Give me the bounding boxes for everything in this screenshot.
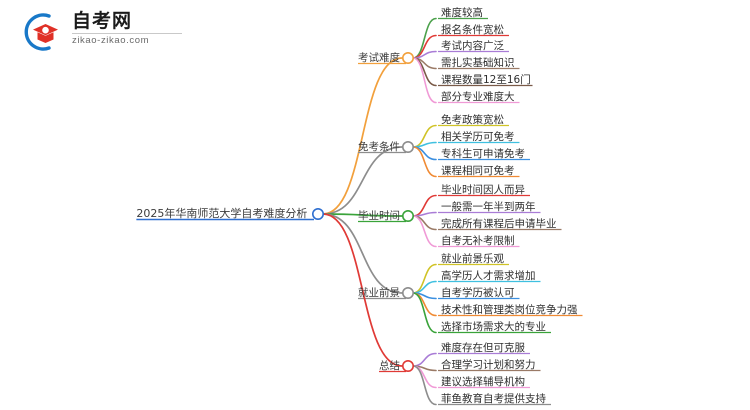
leaf-label-1-3: 课程相同可免考 — [441, 164, 515, 177]
mindmap-node-dot[interactable] — [401, 141, 414, 154]
leaf-label-4-2: 建议选择辅导机构 — [441, 375, 525, 388]
leaf-label-1-0: 免考政策宽松 — [441, 113, 504, 126]
mindmap-connector — [412, 141, 437, 148]
mindmap-node-dot[interactable] — [401, 286, 414, 299]
mindmap-connector — [412, 211, 437, 217]
mindmap-connector — [322, 213, 403, 294]
logo-subtitle: zikao-zikao.com — [72, 35, 150, 46]
branch-label-4: 总结 — [379, 359, 400, 372]
leaf-label-1-2: 专科生可申请免考 — [441, 147, 525, 160]
leaf-label-4-3: 菲鱼教育自考提供支持 — [441, 392, 546, 405]
mindmap-connector — [322, 213, 403, 367]
leaf-label-3-4: 选择市场需求大的专业 — [441, 320, 546, 333]
mindmap-connector — [412, 57, 437, 104]
mindmap-connector — [322, 213, 403, 217]
mindmap-node-dot[interactable] — [401, 359, 414, 372]
mindmap-connector — [412, 50, 437, 59]
leaf-label-3-1: 高学历人才需求增加 — [441, 269, 536, 282]
mindmap-connector — [412, 263, 437, 294]
mindmap-connector — [322, 146, 403, 215]
mindmap-connector — [412, 215, 437, 231]
mindmap-node-dot[interactable] — [401, 210, 414, 223]
leaf-label-3-2: 自考学历被认可 — [441, 286, 515, 299]
mindmap-connector — [322, 57, 403, 215]
leaf-label-2-0: 毕业时间因人而异 — [441, 183, 525, 196]
branch-label-3: 就业前景 — [358, 286, 400, 299]
mindmap-connector — [412, 146, 437, 178]
leaf-label-3-0: 就业前景乐观 — [441, 252, 504, 265]
leaf-label-0-4: 课程数量12至16门 — [441, 73, 531, 86]
mindmap-edges — [136, 17, 583, 406]
mindmap-connector — [412, 146, 437, 161]
mindmap-node-dot[interactable] — [311, 208, 324, 221]
leaf-label-1-1: 相关学历可免考 — [441, 130, 515, 143]
leaf-label-2-2: 完成所有课程后申请毕业 — [441, 217, 557, 230]
leaf-label-0-1: 报名条件宽松 — [441, 23, 504, 36]
branch-label-1: 免考条件 — [358, 140, 400, 153]
leaf-label-2-1: 一般需一年半到两年 — [441, 200, 536, 213]
logo-title: 自考网 — [72, 10, 133, 32]
mindmap-connector — [412, 365, 437, 406]
graduation-cap-icon — [24, 12, 66, 52]
branch-label-2: 毕业时间 — [358, 209, 400, 222]
site-logo[interactable]: 自考网 zikao-zikao.com — [24, 8, 184, 54]
leaf-label-4-0: 难度存在但可克服 — [441, 341, 525, 354]
mindmap-nodes: 2025年华南师范大学自考难度分析 考试难度 难度较高报名条件宽松考试内容广泛需扎实… — [136, 6, 578, 405]
root-label: 2025年华南师范大学自考难度分析 — [136, 206, 307, 220]
leaf-label-0-0: 难度较高 — [441, 6, 483, 19]
logo-divider — [72, 33, 182, 34]
mindmap-connector — [412, 352, 437, 367]
leaf-label-4-1: 合理学习计划和努力 — [441, 358, 536, 371]
leaf-label-0-5: 部分专业难度大 — [441, 90, 515, 103]
leaf-label-2-3: 自考无补考限制 — [441, 234, 515, 247]
mindmap-connector — [412, 292, 437, 334]
leaf-label-0-3: 需扎实基础知识 — [441, 56, 515, 69]
mindmap-connector — [412, 215, 437, 248]
mindmap-node-dot[interactable] — [401, 51, 414, 64]
logo-text-block: 自考网 zikao-zikao.com — [72, 10, 182, 46]
leaf-label-3-3: 技术性和管理类岗位竞争力强 — [441, 303, 578, 316]
mindmap-connector — [412, 124, 437, 148]
leaf-label-0-2: 考试内容广泛 — [441, 39, 504, 52]
branch-label-0: 考试难度 — [358, 51, 400, 64]
